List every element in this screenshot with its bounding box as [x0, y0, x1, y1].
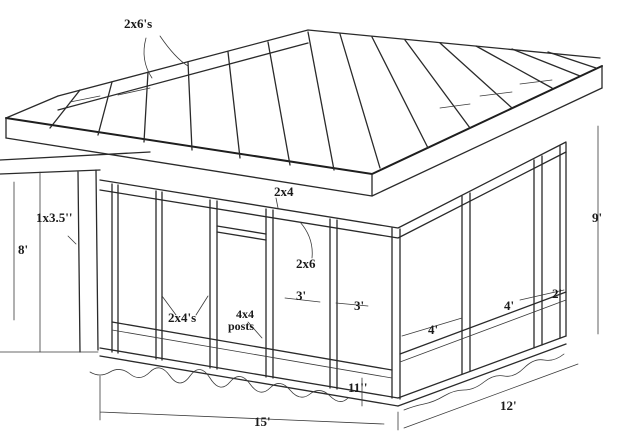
sill-height-label: 11'' — [348, 380, 368, 395]
roof-frame — [5, 29, 603, 197]
corner-gap-label: 2' — [552, 286, 562, 301]
front-length-label: 15' — [254, 414, 271, 429]
door-width-right-label: 3' — [354, 298, 364, 313]
stud-size-label: 2x4's — [168, 310, 196, 325]
door-width-left-label: 3' — [296, 288, 306, 303]
ledger-size-label: 1x3.5'' — [36, 210, 72, 225]
post-size-label: 4x4 — [236, 307, 254, 321]
side-panel-width-label: 4' — [504, 298, 514, 313]
wall-height-label: 8' — [18, 242, 28, 257]
ground-line — [89, 353, 565, 411]
rafter-size-label: 2x6's — [124, 16, 152, 31]
header-side-label: 2x6 — [296, 256, 316, 271]
side-length-label: 12' — [500, 398, 517, 413]
dimension-lines — [39, 35, 599, 431]
post-type-label: posts — [228, 319, 254, 333]
right-height-label: 9' — [592, 210, 602, 225]
front-panel-width-label: 4' — [428, 322, 438, 337]
house-wall — [0, 151, 151, 353]
header-size-label: 2x4 — [274, 184, 294, 199]
porch-walls — [99, 141, 567, 407]
